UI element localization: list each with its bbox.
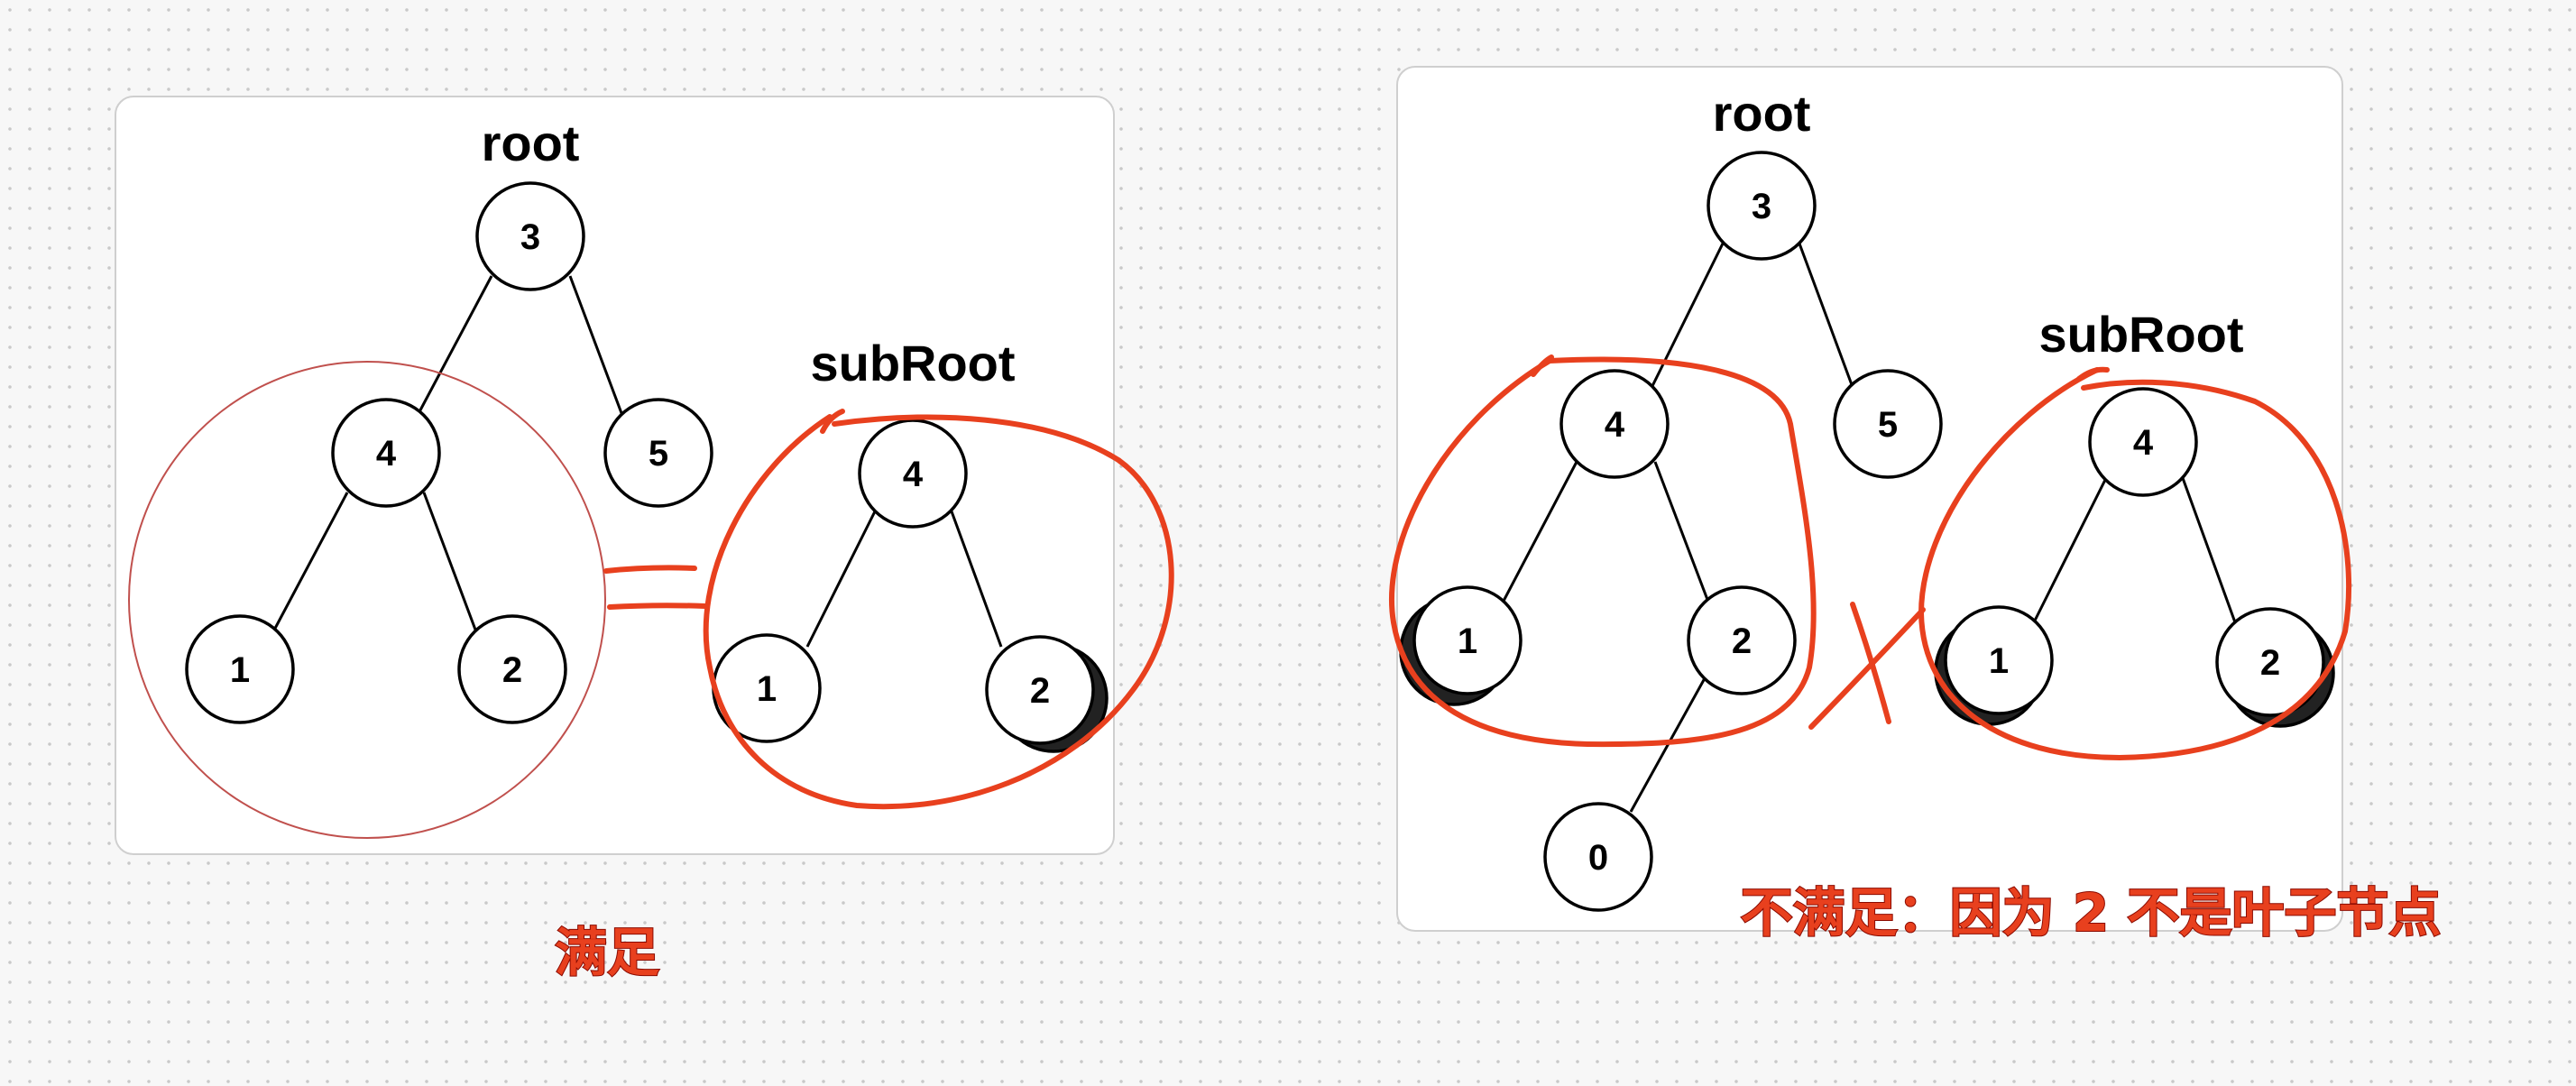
left-node-3: 3	[475, 181, 585, 291]
right-edge-3-5	[1798, 243, 1855, 391]
right-left-subtree-lasso	[1389, 356, 1817, 748]
right-panel: root subRoot 3 4 5 1	[1389, 66, 2442, 944]
right-node-1: 1	[1412, 585, 1523, 695]
left-sub-node-4-label: 4	[903, 455, 924, 494]
right-node-1-label: 1	[1458, 621, 1477, 661]
right-node-3: 3	[1707, 151, 1817, 261]
left-node-5: 5	[603, 398, 713, 508]
left-edge-4-1	[269, 492, 349, 638]
right-sub-node-4-label: 4	[2133, 423, 2154, 463]
right-edge-3-4	[1649, 243, 1725, 391]
right-node-5-label: 5	[1878, 405, 1898, 445]
right-sub-node-2: 2	[2215, 607, 2325, 717]
left-equals-bottom-stroke	[607, 603, 708, 610]
left-subroot-label: subRoot	[810, 335, 1015, 391]
left-sub-node-4: 4	[858, 419, 968, 529]
right-lasso-tail	[1531, 354, 1554, 377]
left-subtree-highlight-circle	[128, 361, 606, 839]
right-sub-node-1-label: 1	[1989, 641, 2009, 681]
right-edge-4-2	[1653, 461, 1711, 605]
right-edge-4-1	[1500, 461, 1578, 605]
not-equal-slash-stroke	[1808, 607, 1926, 730]
right-node-3-label: 3	[1752, 187, 1771, 226]
right-edge-2-0	[1629, 677, 1707, 813]
left-sub-node-1-label: 1	[757, 669, 777, 709]
left-root-label: root	[482, 115, 580, 171]
right-sub-node-2-label: 2	[2260, 643, 2280, 683]
left-result-text: 满足	[555, 922, 659, 983]
right-root-label: root	[1713, 85, 1811, 142]
right-node-4-label: 4	[1605, 405, 1625, 445]
left-edge-3-4	[413, 275, 493, 421]
left-sub-node-2: 2	[985, 635, 1095, 745]
right-subroot-lasso	[1918, 367, 2352, 760]
right-sub-node-4: 4	[2088, 387, 2198, 497]
right-subroot-lasso-tail	[2076, 366, 2110, 382]
left-lasso-tail	[820, 409, 845, 434]
right-sub-edge-4-1	[2032, 477, 2108, 623]
left-node-5-label: 5	[649, 434, 668, 474]
right-node-0-label: 0	[1588, 838, 1608, 878]
left-node-3-label: 3	[520, 217, 540, 257]
right-node-2-label: 2	[1732, 621, 1752, 661]
right-card	[1396, 66, 2343, 932]
left-sub-node-1: 1	[712, 633, 822, 743]
left-panel: root subRoot 3 4 5 1 2	[115, 96, 1174, 984]
right-subroot-label: subRoot	[2038, 306, 2243, 363]
left-node-4-label: 4	[376, 434, 397, 474]
right-node-2: 2	[1687, 585, 1797, 695]
left-edge-4-2	[422, 492, 480, 638]
left-sub-edge-4-1	[805, 511, 877, 648]
left-sub-edge-4-2	[950, 511, 1003, 648]
right-result-text: 不满足：因为 2 不是叶子节点	[1741, 882, 2442, 943]
right-sub-edge-4-2	[2181, 477, 2237, 623]
left-node-1-label: 1	[230, 650, 250, 690]
right-node-0: 0	[1543, 802, 1653, 912]
left-sub-node-2-label: 2	[1030, 671, 1050, 711]
left-node-2: 2	[457, 614, 567, 724]
right-node-5: 5	[1833, 369, 1943, 479]
left-node-2-label: 2	[502, 650, 522, 690]
left-equals-top-stroke	[603, 565, 697, 574]
left-subroot-lasso	[703, 414, 1174, 810]
right-sub-node-1: 1	[1944, 605, 2054, 715]
left-node-1: 1	[185, 614, 295, 724]
left-edge-3-5	[568, 275, 626, 421]
right-node-4: 4	[1559, 369, 1670, 479]
left-node-4: 4	[331, 398, 441, 508]
